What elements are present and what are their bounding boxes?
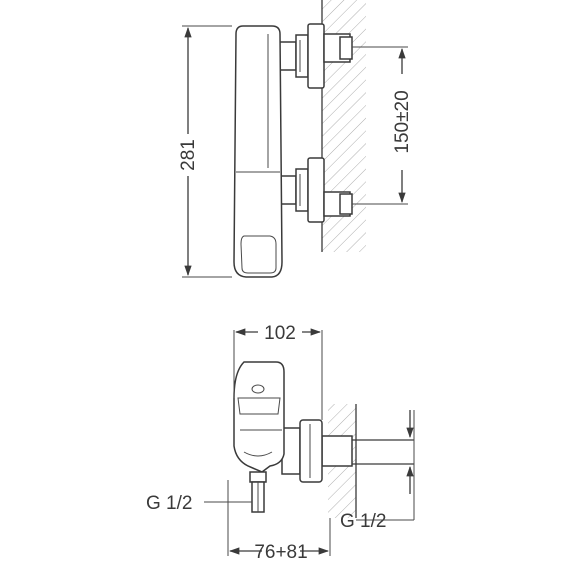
mixer-body-front xyxy=(233,25,283,278)
label-thread-right: G 1/2 xyxy=(340,511,386,532)
front-view: 281 150±20 xyxy=(178,0,413,278)
dimension-overall-height: 281 xyxy=(178,25,232,278)
label-projection: 76+81 xyxy=(254,542,307,563)
outlet-thread xyxy=(249,471,267,513)
side-view: 102 76+81 G 1/2 G 1/2 xyxy=(146,323,415,563)
dimension-depth: 102 xyxy=(234,323,322,344)
label-inlet-spacing: 150±20 xyxy=(392,90,413,153)
label-thread-left: G 1/2 xyxy=(146,493,192,514)
thread-callout-left: G 1/2 xyxy=(146,493,252,514)
label-depth: 102 xyxy=(264,323,296,344)
mixer-body-side xyxy=(233,361,285,473)
eccentric-fitting xyxy=(281,419,323,483)
upper-inlet-fitting xyxy=(277,23,353,89)
lower-inlet-fitting xyxy=(277,157,353,223)
label-overall-height: 281 xyxy=(178,139,199,171)
thread-callout-right: G 1/2 xyxy=(340,511,414,532)
supply-pipe xyxy=(321,435,414,467)
dimension-inlet-spacing: 150±20 xyxy=(352,46,413,205)
dimension-projection: 76+81 xyxy=(228,542,330,563)
